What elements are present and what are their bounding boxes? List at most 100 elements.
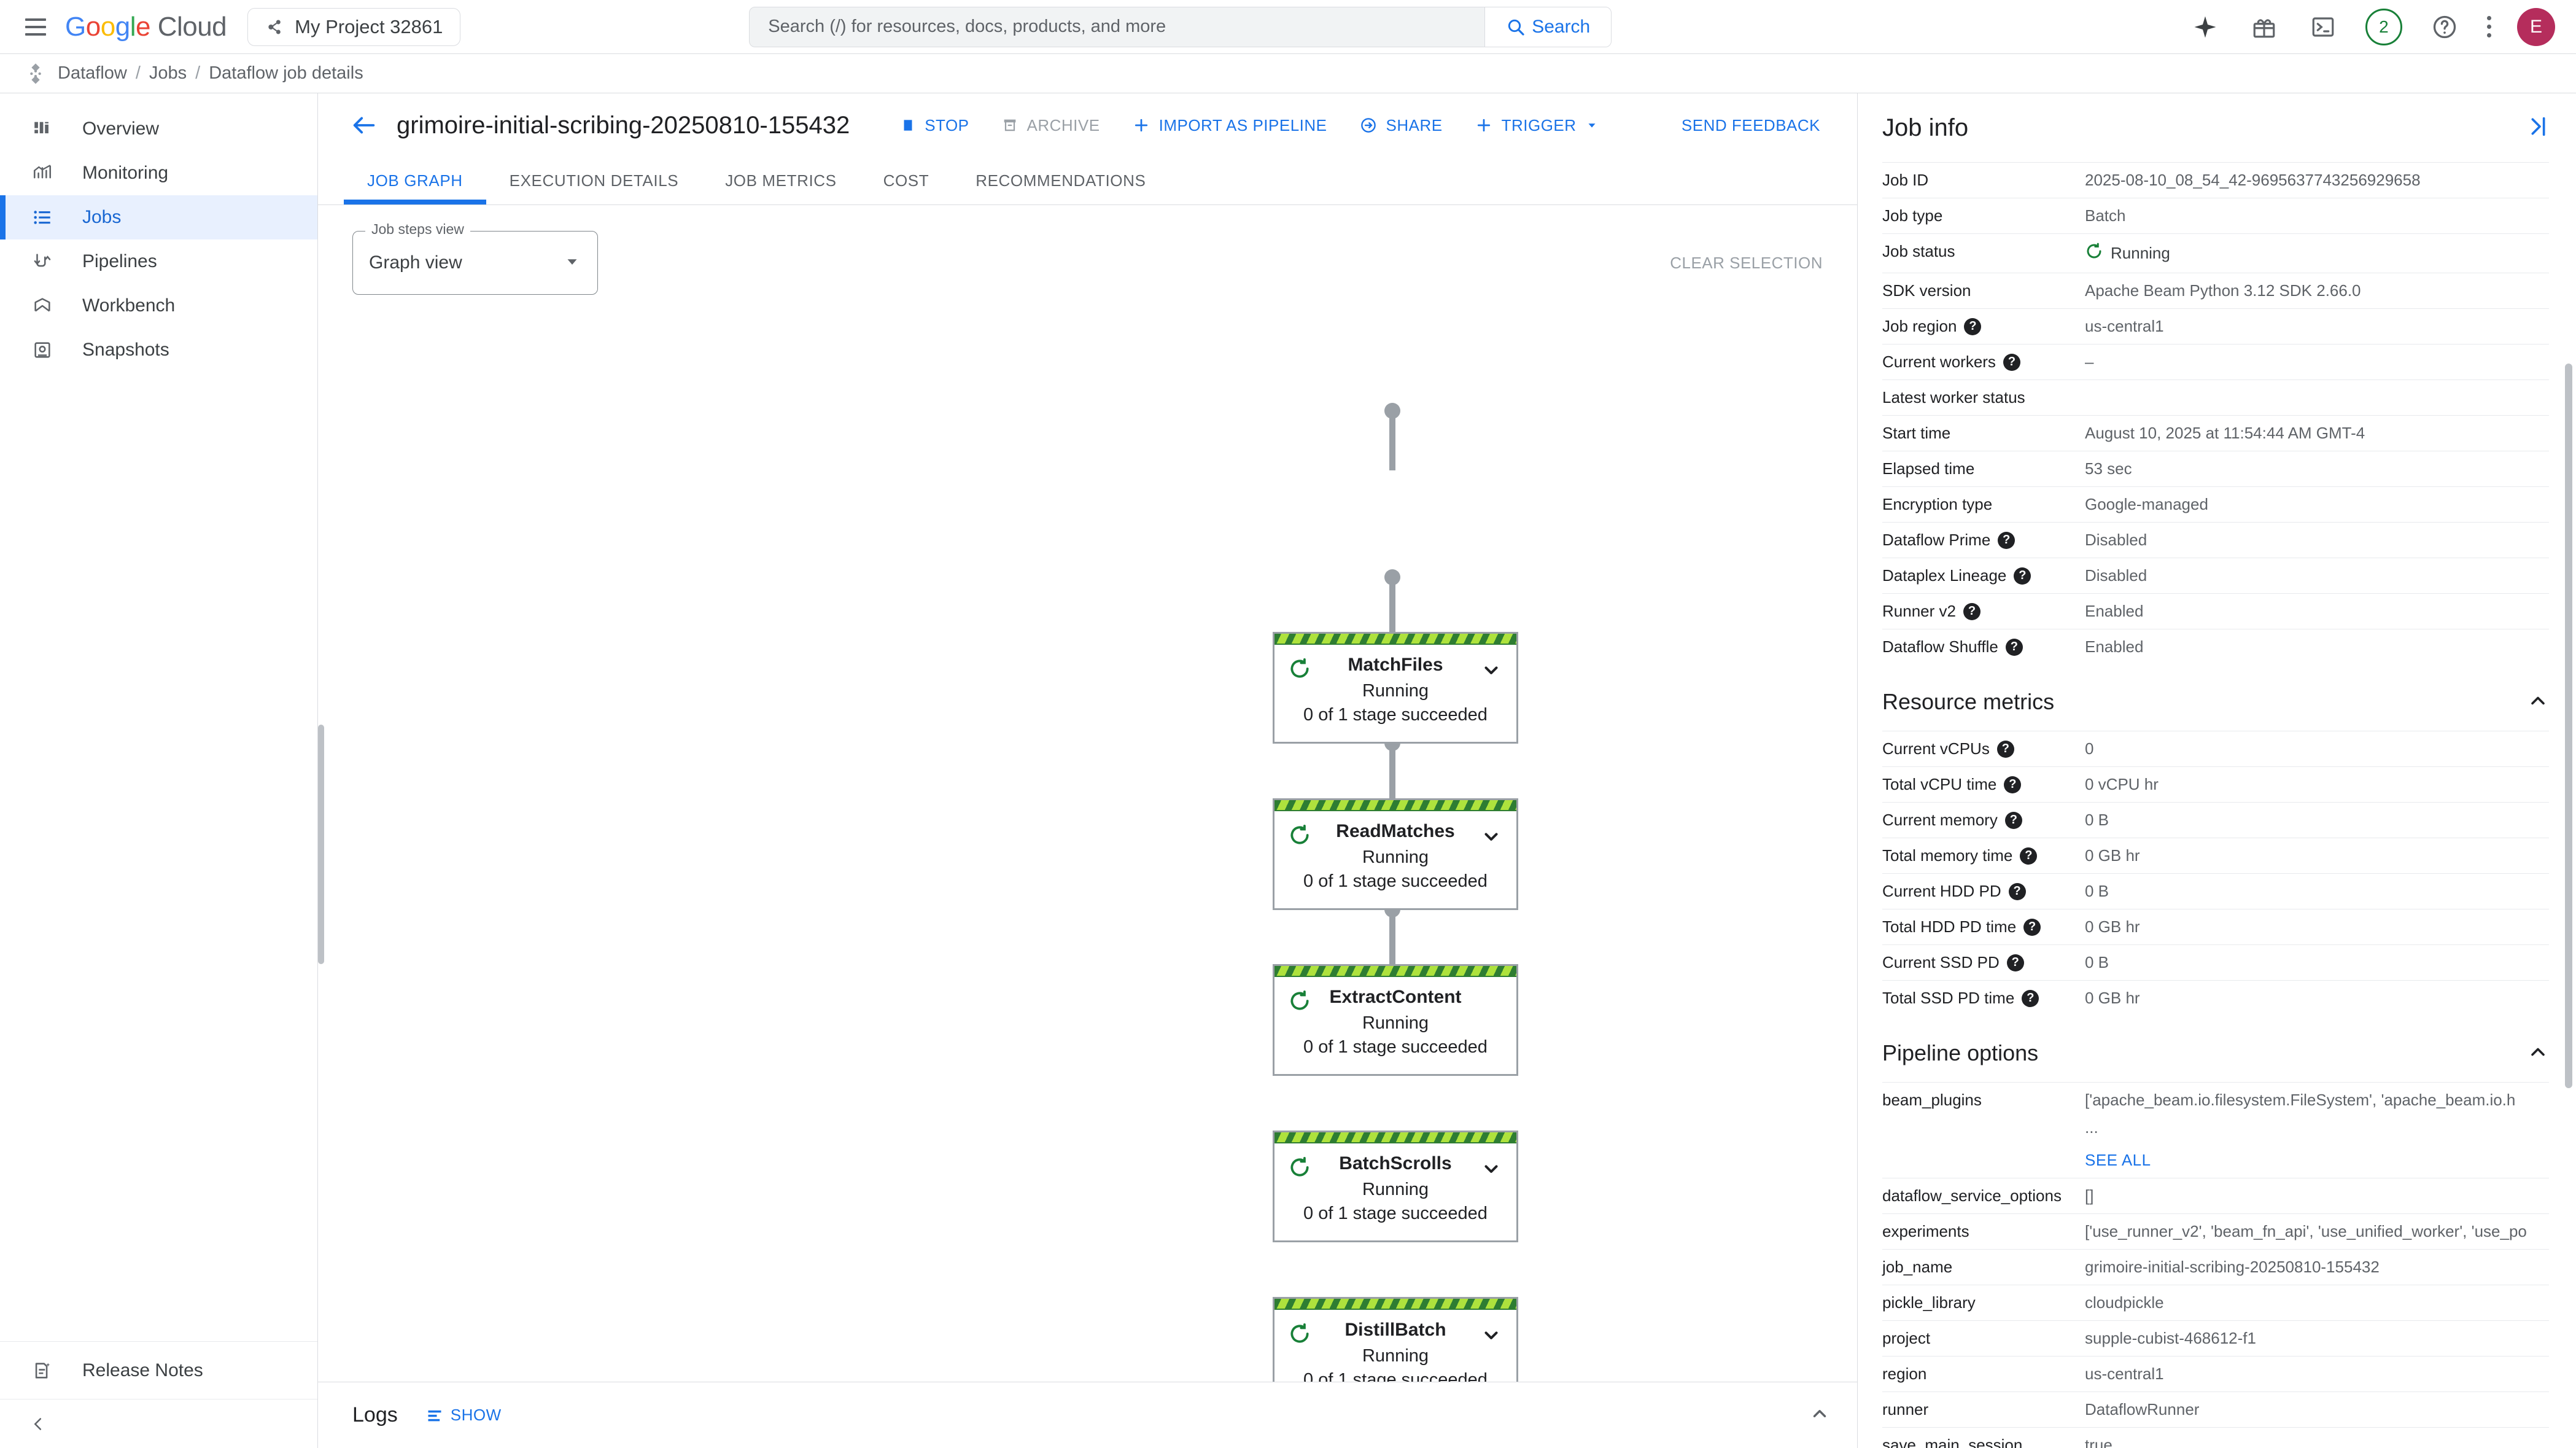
edge-dot bbox=[1384, 569, 1400, 585]
node-status: Running bbox=[1362, 1013, 1429, 1033]
sidebar-item-release-notes[interactable]: Release Notes bbox=[0, 1341, 317, 1399]
stop-button[interactable]: STOP bbox=[884, 105, 985, 146]
clear-selection-button[interactable]: CLEAR SELECTION bbox=[1670, 253, 1823, 272]
sidebar-item-label: Monitoring bbox=[82, 163, 169, 183]
info-value: us-central1 bbox=[2085, 317, 2164, 335]
search-input[interactable] bbox=[750, 7, 1485, 47]
job-graph-canvas[interactable]: MatchFiles Running 0 of 1 stage succeede… bbox=[318, 295, 1857, 1382]
sidebar-item-monitoring[interactable]: Monitoring bbox=[0, 151, 317, 195]
pipeline-icon bbox=[28, 251, 56, 272]
resource-metrics-title: Resource metrics bbox=[1882, 689, 2055, 714]
chevron-down-icon[interactable] bbox=[1481, 660, 1502, 683]
search-button[interactable]: Search bbox=[1484, 7, 1612, 47]
help-icon[interactable]: ? bbox=[2003, 353, 2020, 371]
help-icon[interactable]: ? bbox=[2006, 954, 2024, 971]
trigger-button[interactable]: TRIGGER bbox=[1459, 105, 1615, 146]
archive-button[interactable]: ARCHIVE bbox=[985, 105, 1116, 146]
sidebar-item-label: Snapshots bbox=[82, 340, 169, 360]
help-icon[interactable]: ? bbox=[1996, 740, 2014, 758]
project-selector[interactable]: My Project 32861 bbox=[247, 7, 461, 46]
share-button-label: SHARE bbox=[1386, 115, 1443, 134]
help-icon[interactable]: ? bbox=[2004, 811, 2022, 829]
chevron-down-icon[interactable] bbox=[1481, 1158, 1502, 1182]
node-status: Running bbox=[1362, 681, 1429, 701]
chevron-down-icon[interactable] bbox=[1481, 826, 1502, 850]
info-key-text: Dataflow Shuffle bbox=[1882, 637, 1998, 656]
sidebar-item-overview[interactable]: Overview bbox=[0, 107, 317, 151]
help-icon[interactable]: ? bbox=[1998, 531, 2015, 549]
graph-scroll-indicator[interactable] bbox=[318, 725, 324, 964]
chevron-down-icon[interactable] bbox=[1481, 1325, 1502, 1349]
graph-node[interactable]: DistillBatch Running 0 of 1 stage succee… bbox=[1273, 1297, 1518, 1382]
breadcrumb-separator: / bbox=[135, 63, 141, 83]
option-key: job_name bbox=[1882, 1258, 1953, 1276]
metric-row: Total HDD PD time ? 0 GB hr bbox=[1882, 909, 2549, 944]
info-key: Job region ? bbox=[1882, 317, 2085, 336]
help-icon[interactable]: ? bbox=[2014, 567, 2031, 585]
info-key: SDK version bbox=[1882, 281, 1971, 300]
avatar[interactable]: E bbox=[2516, 7, 2555, 46]
help-icon[interactable]: ? bbox=[2022, 989, 2039, 1007]
import-as-pipeline-button[interactable]: IMPORT AS PIPELINE bbox=[1116, 105, 1343, 146]
sidebar-item-pipelines[interactable]: Pipelines bbox=[0, 239, 317, 284]
release-notes-label: Release Notes bbox=[82, 1360, 203, 1380]
option-value: DataflowRunner bbox=[2085, 1400, 2200, 1419]
option-value-ellipsis: ... bbox=[2085, 1118, 2098, 1137]
graph-node[interactable]: ReadMatches Running 0 of 1 stage succeed… bbox=[1273, 798, 1518, 910]
notifications-badge[interactable]: 2 bbox=[2365, 8, 2402, 45]
graph-node[interactable]: BatchScrolls Running 0 of 1 stage succee… bbox=[1273, 1131, 1518, 1242]
breadcrumb-item-dataflow[interactable]: Dataflow bbox=[58, 63, 127, 83]
graph-node[interactable]: ExtractContent Running 0 of 1 stage succ… bbox=[1273, 964, 1518, 1076]
terminal-icon[interactable] bbox=[2306, 10, 2340, 44]
see-all-button[interactable]: SEE ALL bbox=[2085, 1151, 2151, 1169]
graph-node[interactable]: MatchFiles Running 0 of 1 stage succeede… bbox=[1273, 632, 1518, 744]
help-icon[interactable]: ? bbox=[1964, 317, 1982, 335]
help-icon[interactable]: ? bbox=[2005, 638, 2023, 656]
global-search[interactable]: Search bbox=[749, 6, 1612, 47]
back-button[interactable] bbox=[344, 105, 384, 146]
breadcrumb-item-jobs[interactable]: Jobs bbox=[149, 63, 187, 83]
collapse-nav-icon[interactable] bbox=[28, 1414, 49, 1434]
job-steps-view-select[interactable]: Job steps view Graph view bbox=[352, 221, 598, 295]
tab-job-graph[interactable]: JOB GRAPH bbox=[344, 157, 486, 204]
menu-icon[interactable] bbox=[18, 10, 53, 44]
panel-scrollbar[interactable] bbox=[2565, 364, 2572, 1088]
send-feedback-button[interactable]: SEND FEEDBACK bbox=[1681, 115, 1820, 134]
chevron-up-icon[interactable] bbox=[2527, 1041, 2549, 1066]
option-value: [] bbox=[2085, 1186, 2094, 1205]
job-info-scroll[interactable]: Job ID 2025-08-10_08_54_42-9695637743256… bbox=[1858, 162, 2576, 1448]
gemini-sparkle-icon[interactable] bbox=[2189, 10, 2222, 44]
info-key-text: Dataplex Lineage bbox=[1882, 566, 2007, 585]
list-icon bbox=[28, 207, 56, 228]
option-row: save_main_session true bbox=[1882, 1427, 2549, 1448]
help-icon[interactable] bbox=[2428, 10, 2461, 44]
node-stage-count: 0 of 1 stage succeeded bbox=[1303, 871, 1488, 891]
help-icon[interactable]: ? bbox=[2020, 847, 2038, 865]
tab-cost[interactable]: COST bbox=[883, 171, 929, 190]
collapse-panel-icon[interactable] bbox=[2524, 114, 2549, 142]
breadcrumb-bar: Dataflow / Jobs / Dataflow job details bbox=[0, 54, 2576, 93]
info-key: Start time bbox=[1882, 424, 1951, 442]
tab-job-metrics[interactable]: JOB METRICS bbox=[725, 171, 837, 190]
help-icon[interactable]: ? bbox=[1963, 602, 1980, 620]
logs-collapse-icon[interactable] bbox=[1809, 1403, 1830, 1427]
tab-recommendations[interactable]: RECOMMENDATIONS bbox=[976, 171, 1146, 190]
help-icon[interactable]: ? bbox=[2008, 882, 2026, 900]
tab-execution-details[interactable]: EXECUTION DETAILS bbox=[509, 171, 679, 190]
sidebar-item-snapshots[interactable]: Snapshots bbox=[0, 328, 317, 372]
sidebar-item-workbench[interactable]: Workbench bbox=[0, 284, 317, 328]
chevron-up-icon[interactable] bbox=[2527, 690, 2549, 715]
option-row: experiments ['use_runner_v2', 'beam_fn_a… bbox=[1882, 1213, 2549, 1249]
help-icon[interactable]: ? bbox=[2004, 776, 2022, 793]
logs-show-button[interactable]: SHOW bbox=[426, 1406, 502, 1425]
gift-icon[interactable] bbox=[2248, 10, 2281, 44]
help-icon[interactable]: ? bbox=[2023, 918, 2041, 936]
chevron-down-icon bbox=[1588, 123, 1596, 128]
node-stage-count: 0 of 1 stage succeeded bbox=[1303, 1370, 1488, 1382]
sidebar-item-jobs[interactable]: Jobs bbox=[0, 195, 317, 239]
info-key: Runner v2 ? bbox=[1882, 602, 2085, 621]
share-button[interactable]: SHARE bbox=[1343, 105, 1459, 146]
more-options-icon[interactable] bbox=[2486, 16, 2491, 37]
google-cloud-logo[interactable]: Google Cloud bbox=[65, 11, 227, 42]
